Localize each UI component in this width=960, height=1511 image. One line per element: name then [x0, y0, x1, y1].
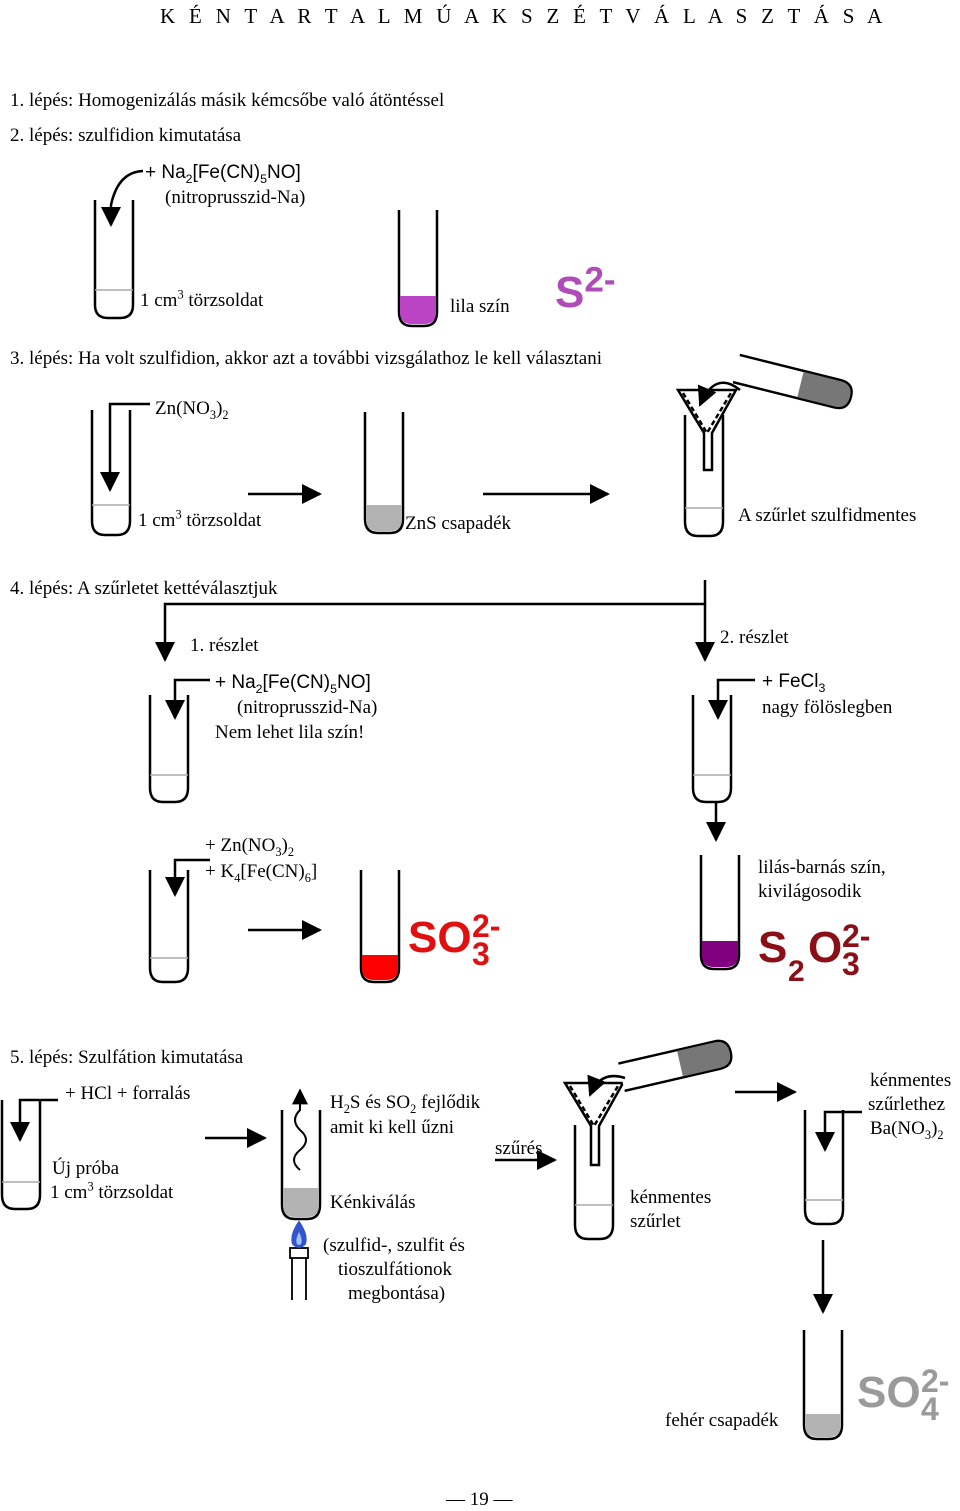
test-tube-thiosulfate	[699, 855, 741, 971]
part1-reagent-formula: + Na2[Fe(CN)5NO]	[215, 672, 371, 696]
part1-reagent-name: (nitroprusszid-Na)	[237, 697, 378, 718]
decomp-line1: (szulfid-, szulfit és	[323, 1235, 465, 1256]
result-label: fehér csapadék	[665, 1410, 779, 1431]
sulfide-ion: S2-	[555, 260, 616, 317]
filter-funnel-step5	[562, 1081, 626, 1167]
test-tube-step2-sample	[93, 200, 135, 320]
add-line2: szűrlethez	[868, 1094, 946, 1115]
step5-sample-label2: 1 cm3 törzsoldat	[50, 1179, 174, 1203]
test-tube-step5-ba	[803, 1110, 845, 1226]
split-line-part1	[155, 580, 707, 662]
part2-reagent-formula: + FeCl3	[762, 671, 826, 695]
part1-zn-reagent: + Zn(NO3)2	[205, 835, 295, 859]
part2-result-line1: lilás-barnás szín,	[758, 857, 886, 878]
test-tube-step3-filtrate	[683, 415, 725, 538]
sulfur-label: Kénkiválás	[330, 1192, 416, 1213]
step2-reagent-formula: + Na2[Fe(CN)5NO]	[145, 162, 301, 186]
test-tube-step2-result	[397, 210, 439, 328]
test-tube-step5-sample	[0, 1100, 42, 1211]
arrow-step2-reagent	[101, 169, 144, 227]
sulfate-ion: SO 2- 4	[857, 1363, 950, 1427]
gas-escape-arrow	[292, 1088, 308, 1171]
step3-filtrate-label: A szűrlet szulfidmentes	[738, 505, 917, 526]
filter-funnel-step3	[675, 388, 739, 472]
decomp-line3: megbontása)	[348, 1283, 446, 1304]
test-tube-step3-sample	[90, 410, 132, 537]
page-number: — 19 —	[446, 1489, 513, 1510]
test-tube-step3-precipitate	[363, 412, 405, 535]
filtrate-line2: szűrlet	[630, 1211, 681, 1232]
step1-heading: 1. lépés: Homogenizálás másik kémcsőbe v…	[10, 90, 445, 111]
part1-label: 1. részlet	[190, 635, 259, 656]
arrow-part2-reagent	[708, 678, 755, 720]
test-tube-step5-filtrate	[573, 1125, 615, 1241]
step5-reagent: + HCl + forralás	[65, 1083, 191, 1104]
step3-sample-label: 1 cm3 törzsoldat	[138, 507, 262, 531]
test-tube-sulfate	[802, 1330, 844, 1441]
arrow-step3-reagent	[100, 402, 150, 492]
step4-heading: 4. lépés: A szűrletet kettéválasztjuk	[10, 578, 278, 599]
test-tube-part1-next	[148, 870, 190, 984]
arrow-step5-pour	[587, 1074, 626, 1097]
pouring-tube-step3	[732, 353, 853, 410]
arrow-part1-next-reagent	[165, 858, 210, 897]
filtrate-line1: kénmentes	[630, 1187, 712, 1208]
page-title: K É N T A R T A L M Ú A K S Z É T V Á L …	[160, 4, 887, 28]
part1-note: Nem lehet lila szín!	[215, 722, 365, 743]
step2-reagent-name: (nitroprusszid-Na)	[165, 187, 306, 208]
add-line1: kénmentes	[870, 1070, 952, 1091]
arrow-step5-reagent	[10, 1098, 58, 1142]
part2-label: 2. részlet	[720, 627, 789, 648]
step3-reagent: Zn(NO3)2	[155, 398, 229, 422]
pouring-tube-step5	[618, 1039, 733, 1093]
part1-ferrocyanide-reagent: + K4[Fe(CN)6]	[205, 861, 318, 885]
arrow-step5-ba-reagent	[815, 1110, 862, 1152]
filter-label: szűrés	[495, 1138, 543, 1159]
step3-precipitate-label: ZnS csapadék	[405, 513, 512, 534]
arrow-step3-pour	[697, 381, 741, 407]
step2-result-label: lila szín	[450, 296, 510, 317]
part2-reagent-note: nagy fölöslegben	[762, 697, 893, 718]
step5-heading: 5. lépés: Szulfátion kimutatása	[10, 1047, 244, 1068]
decomp-line2: tioszulfátionok	[338, 1259, 452, 1280]
test-tube-part1	[148, 695, 190, 804]
gas-line2: amit ki kell űzni	[330, 1117, 455, 1138]
step2-heading: 2. lépés: szulfidion kimutatása	[10, 125, 242, 146]
burner-icon	[289, 1220, 309, 1300]
test-tube-sulfite	[359, 870, 401, 984]
thiosulfate-ion: S 2 O 2- 3	[758, 918, 871, 988]
step2-sample-label: 1 cm3 törzsoldat	[140, 287, 264, 311]
gas-line1: H2S és SO2 fejlődik	[330, 1092, 481, 1116]
step3-heading: 3. lépés: Ha volt szulfidion, akkor azt …	[10, 348, 602, 369]
test-tube-step5-boiling	[280, 1110, 322, 1221]
part2-result-line2: kivilágosodik	[758, 881, 862, 902]
test-tube-part2	[691, 695, 733, 804]
sulfite-ion: SO 2- 3	[408, 908, 501, 972]
arrow-part1-reagent	[165, 678, 210, 720]
add-reagent: Ba(NO3)2	[870, 1118, 944, 1142]
step5-sample-label1: Új próba	[52, 1158, 120, 1179]
